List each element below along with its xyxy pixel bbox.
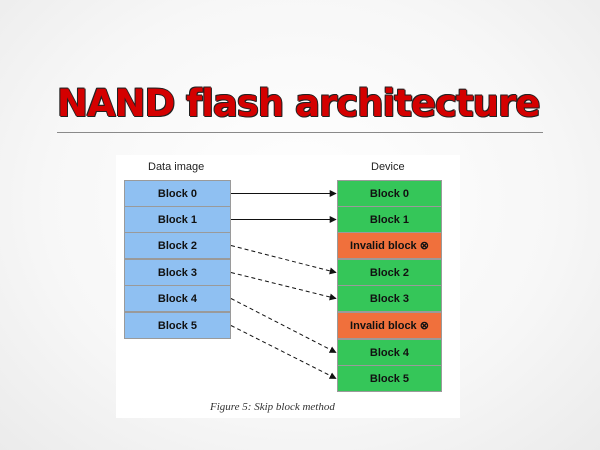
- title-divider: [57, 132, 543, 133]
- data-image-block: Block 2: [124, 232, 231, 259]
- figure-caption: Figure 5: Skip block method: [210, 401, 335, 413]
- mapping-arrow: [230, 245, 337, 275]
- mapping-arrows: [230, 190, 337, 379]
- device-block: Block 5: [337, 365, 442, 392]
- invalid-device-block: Invalid block ⊗: [337, 232, 442, 259]
- data-image-block: Block 5: [124, 312, 231, 339]
- data-image-block: Block 1: [124, 206, 231, 233]
- mapping-arrow: [230, 325, 337, 379]
- slide-title: NAND flash architecture: [57, 82, 540, 125]
- data-image-block: Block 4: [124, 285, 231, 312]
- invalid-device-block: Invalid block ⊗: [337, 312, 442, 339]
- mapping-arrow: [230, 298, 337, 353]
- data-image-block: Block 3: [124, 259, 231, 286]
- device-block: Block 1: [337, 206, 442, 233]
- device-header: Device: [371, 161, 405, 173]
- device-block: Block 0: [337, 180, 442, 207]
- data-image-block: Block 0: [124, 180, 231, 207]
- device-block: Block 3: [337, 285, 442, 312]
- mapping-arrow: [230, 272, 337, 301]
- data-image-header: Data image: [148, 161, 205, 173]
- skip-block-figure: Data image Device Block 0 Block 1 Block …: [116, 155, 460, 418]
